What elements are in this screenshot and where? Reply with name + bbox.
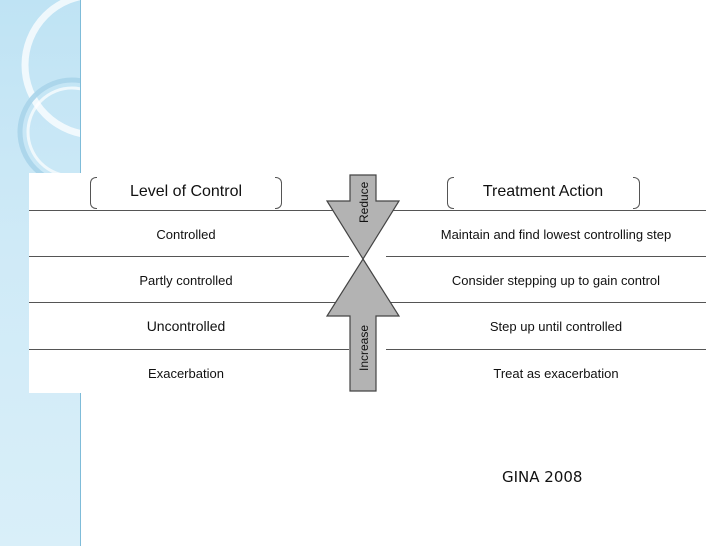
- row-divider: [29, 302, 349, 304]
- row-divider: [386, 256, 706, 258]
- increase-arrow: [325, 257, 401, 392]
- header-bracket-left: [447, 177, 454, 209]
- header-bracket-left: [90, 177, 97, 209]
- row-divider: [29, 256, 349, 258]
- level-cell: Exacerbation: [148, 365, 224, 381]
- header-level-of-control: Level of Control: [129, 182, 243, 200]
- increase-label: Increase: [357, 325, 371, 371]
- asthma-control-diagram: Level of Control Treatment Action Contro…: [29, 173, 706, 393]
- row-divider: [29, 210, 349, 212]
- level-cell: Uncontrolled: [146, 318, 226, 334]
- row-divider: [386, 302, 706, 304]
- level-cell: Controlled: [156, 226, 216, 242]
- reduce-increase-arrows: Reduce Increase: [325, 174, 401, 392]
- level-cell: Partly controlled: [139, 272, 233, 288]
- reduce-arrow: [325, 174, 401, 261]
- decorative-circles: [17, 0, 80, 187]
- reduce-label: Reduce: [357, 181, 371, 223]
- row-divider: [386, 210, 706, 212]
- header-treatment-action: Treatment Action: [482, 182, 604, 200]
- row-divider: [29, 349, 349, 351]
- action-cell: Maintain and find lowest controlling ste…: [440, 226, 672, 242]
- action-cell: Step up until controlled: [489, 318, 623, 334]
- action-cell: Consider stepping up to gain control: [451, 272, 661, 288]
- action-cell: Treat as exacerbation: [493, 365, 619, 381]
- row-divider: [386, 349, 706, 351]
- source-citation: GINA 2008: [502, 468, 583, 486]
